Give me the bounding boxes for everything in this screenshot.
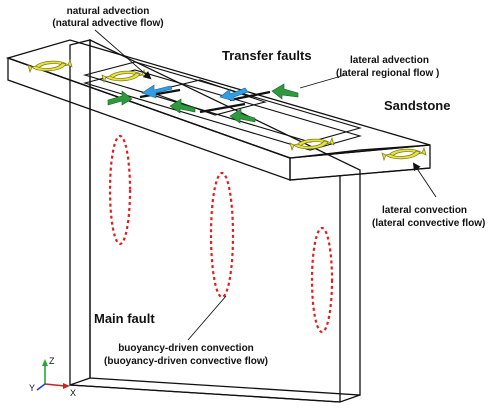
natural-advection-arrows: [141, 84, 249, 102]
label-lateral-advection-2: (lateral regional flow ): [336, 68, 439, 79]
convection-cell-end: [381, 146, 427, 162]
main-fault-left-edge: [69, 39, 91, 386]
x-axis-arrowhead: [63, 383, 70, 389]
main-fault-plane: [69, 38, 361, 403]
x-axis-label: X: [70, 388, 76, 398]
leader-lines: [94, 29, 437, 341]
sandstone-layer: [5, 39, 431, 181]
transfer-fault-lower: [82, 69, 362, 151]
y-axis-line: [36, 383, 46, 391]
label-lateral-convection-1: lateral convection: [382, 205, 467, 216]
buoyancy-cell-center: [209, 171, 235, 299]
convection-cell-left: [27, 58, 73, 74]
buoyancy-cell-left: [108, 134, 132, 246]
label-lateral-advection-1: lateral advection: [350, 55, 429, 66]
label-transfer-faults: Transfer faults: [222, 48, 312, 63]
leader-lateral-convection: [412, 162, 437, 198]
convection-cell-right: [289, 136, 335, 152]
convection-cell-mid-left: [101, 68, 147, 84]
blue-arrow-right: [219, 87, 249, 102]
leader-buoyancy: [187, 295, 227, 341]
label-natural-advection-1: natural advection: [67, 6, 150, 17]
y-axis-label: Y: [29, 383, 35, 393]
green-arrow-4: [271, 83, 299, 100]
label-buoyancy-1: buoyancy-driven convection: [118, 343, 254, 354]
x-axis-line: [44, 383, 66, 387]
buoyancy-cell-right: [310, 226, 334, 334]
lateral-advection-arrows: [107, 83, 299, 124]
z-axis-arrowhead: [42, 359, 48, 366]
label-buoyancy-2: (buoyancy-driven convective flow): [104, 356, 268, 367]
leader-lateral-advection: [299, 74, 346, 89]
transfer-fault-planes: [82, 61, 362, 151]
buoyancy-convection-cells: [108, 134, 334, 334]
blue-arrow-left: [141, 84, 173, 99]
label-natural-advection-2: (natural advective flow): [52, 18, 163, 29]
label-lateral-convection-2: (lateral convective flow): [372, 218, 485, 229]
labels: natural advection (natural advective flo…: [52, 6, 485, 367]
green-arrow-1: [107, 90, 133, 106]
yellow-convection-cells: [27, 58, 427, 162]
z-axis-label: Z: [49, 356, 55, 366]
label-sandstone: Sandstone: [384, 98, 450, 113]
leader-natural-advection: [94, 29, 152, 80]
green-arrow-3: [229, 108, 256, 124]
label-main-fault: Main fault: [94, 311, 155, 326]
axis-triad: Z Y X: [29, 356, 76, 398]
green-arrow-2: [169, 98, 196, 114]
